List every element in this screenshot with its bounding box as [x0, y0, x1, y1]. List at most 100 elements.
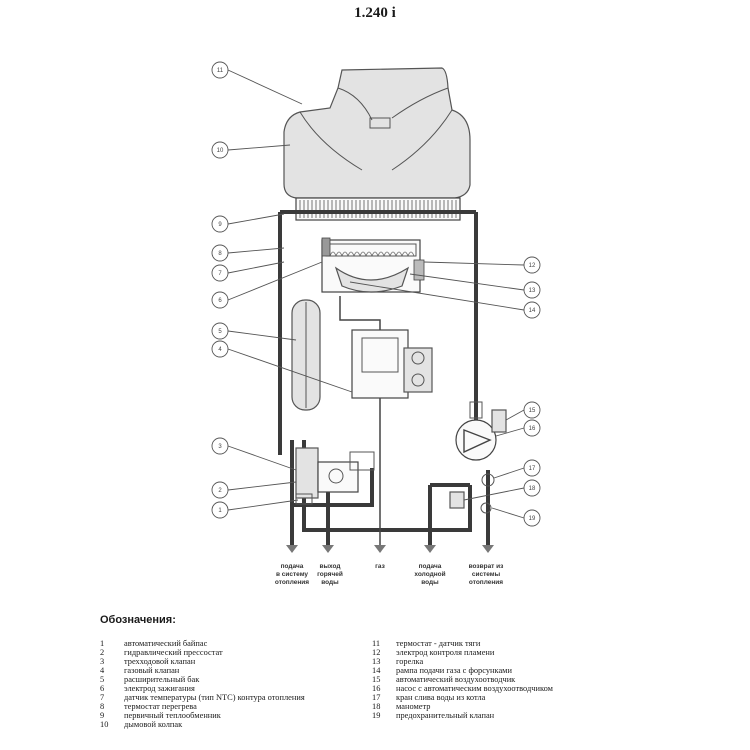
burner-flame — [389, 251, 397, 257]
burner-flame — [371, 251, 379, 257]
callout-13: 13 — [523, 281, 541, 299]
svg-text:подача: подача — [281, 563, 304, 570]
svg-text:19: 19 — [529, 516, 536, 522]
svg-text:газ: газ — [375, 563, 385, 570]
svg-text:системы: системы — [472, 571, 501, 578]
legend-item-number: 12 — [372, 648, 381, 657]
burner-flame — [347, 251, 355, 257]
legend-item-text: расширительный бак — [124, 675, 200, 684]
burner-flame — [353, 251, 361, 257]
svg-text:горячей: горячей — [317, 570, 343, 578]
callout-12: 12 — [523, 256, 541, 274]
svg-text:11: 11 — [217, 68, 224, 74]
legend-item-number: 15 — [372, 675, 381, 684]
legend-item-number: 3 — [100, 657, 105, 666]
callout-14: 14 — [523, 301, 541, 319]
legend-item-text: электрод зажигания — [124, 684, 195, 693]
burner-flame — [377, 251, 385, 257]
legend-item-text: электрод контроля пламени — [396, 648, 495, 657]
callout-18: 18 — [523, 479, 541, 497]
legend-item-text: горелка — [396, 657, 424, 666]
callout-10: 10 — [211, 141, 229, 159]
svg-text:15: 15 — [529, 408, 536, 414]
callout-5: 5 — [211, 322, 229, 340]
svg-text:холодной: холодной — [414, 570, 445, 578]
legend-item-number: 2 — [100, 648, 105, 657]
combustion-chamber — [321, 237, 425, 293]
legend-item-text: предохранительный клапан — [396, 711, 495, 720]
legend-item-number: 10 — [100, 720, 109, 729]
connection-label-heating-supply: подача в систему отопления — [275, 563, 309, 586]
connection-label-hot-water-out: выход горячей воды — [317, 563, 343, 586]
legend-item-text: кран слива воды из котла — [396, 693, 486, 702]
diagram-title: 1.240 i — [354, 5, 396, 21]
svg-text:1: 1 — [218, 508, 222, 514]
legend-item-text: насос с автоматическим воздухоотводчиком — [396, 684, 553, 693]
burner-flame — [395, 251, 403, 257]
legend-item-number: 18 — [372, 702, 381, 711]
connection-label-gas: газ — [375, 563, 385, 570]
burner-flame — [329, 251, 337, 257]
legend-item-number: 14 — [372, 666, 381, 675]
legend-item: 4 газовый клапан — [100, 666, 305, 675]
svg-text:2: 2 — [218, 488, 222, 494]
burner-flame — [407, 251, 415, 257]
legend-item-text: трехходовой клапан — [124, 657, 196, 666]
svg-text:3: 3 — [218, 444, 222, 450]
svg-text:8: 8 — [218, 251, 222, 257]
callout-17: 17 — [523, 459, 541, 477]
circulation-pump — [455, 401, 507, 461]
callout-7: 7 — [211, 264, 229, 282]
hydraulic-group — [295, 447, 375, 505]
callout-3: 3 — [211, 437, 229, 455]
svg-text:4: 4 — [218, 347, 222, 353]
svg-text:5: 5 — [218, 329, 222, 335]
legend-item-text: термостат перегрева — [124, 702, 197, 711]
callout-16: 16 — [523, 419, 541, 437]
legend-item-number: 4 — [100, 666, 105, 675]
svg-text:10: 10 — [217, 148, 224, 154]
svg-text:12: 12 — [529, 263, 536, 269]
callout-8: 8 — [211, 244, 229, 262]
svg-text:17: 17 — [529, 466, 536, 472]
callout-1: 1 — [211, 501, 229, 519]
legend-item: 3 трехходовой клапан — [100, 657, 305, 666]
burner-flame — [365, 251, 373, 257]
burner-flame — [383, 251, 391, 257]
boiler-schematic: 11 10 9 8 7 6 5 4 3 2 1 12 13 14 15 16 1… — [211, 61, 541, 586]
svg-text:выход: выход — [319, 563, 340, 570]
legend-item-text: гидравлический прессостат — [124, 648, 223, 657]
legend-item: 15 автоматический воздухоотводчик — [372, 675, 553, 684]
svg-text:отопления: отопления — [275, 579, 309, 586]
legend-item-number: 9 — [100, 711, 105, 720]
svg-text:в систему: в систему — [276, 571, 308, 578]
expansion-tank — [291, 299, 321, 411]
svg-text:воды: воды — [321, 579, 339, 586]
svg-text:6: 6 — [218, 298, 222, 304]
connection-label-heating-return: возврат из системы отопления — [469, 563, 505, 586]
legend-item-text: рампа подачи газа с форсунками — [396, 666, 512, 675]
legend-heading: Обозначения: — [100, 614, 176, 626]
callout-6: 6 — [211, 291, 229, 309]
legend-item-number: 8 — [100, 702, 105, 711]
legend-item: 2 гидравлический прессостат — [100, 648, 305, 657]
callout-11: 11 — [211, 61, 229, 79]
legend-item-text: автоматический воздухоотводчик — [396, 675, 516, 684]
legend-item: 8 термостат перегрева — [100, 702, 305, 711]
legend-item-text: автоматический байпас — [124, 639, 208, 648]
callout-19: 19 — [523, 509, 541, 527]
legend-item-number: 16 — [372, 684, 381, 693]
svg-text:отопления: отопления — [469, 579, 503, 586]
legend-item-text: первичный теплообменник — [124, 711, 221, 720]
legend-item-text: газовый клапан — [124, 666, 180, 675]
